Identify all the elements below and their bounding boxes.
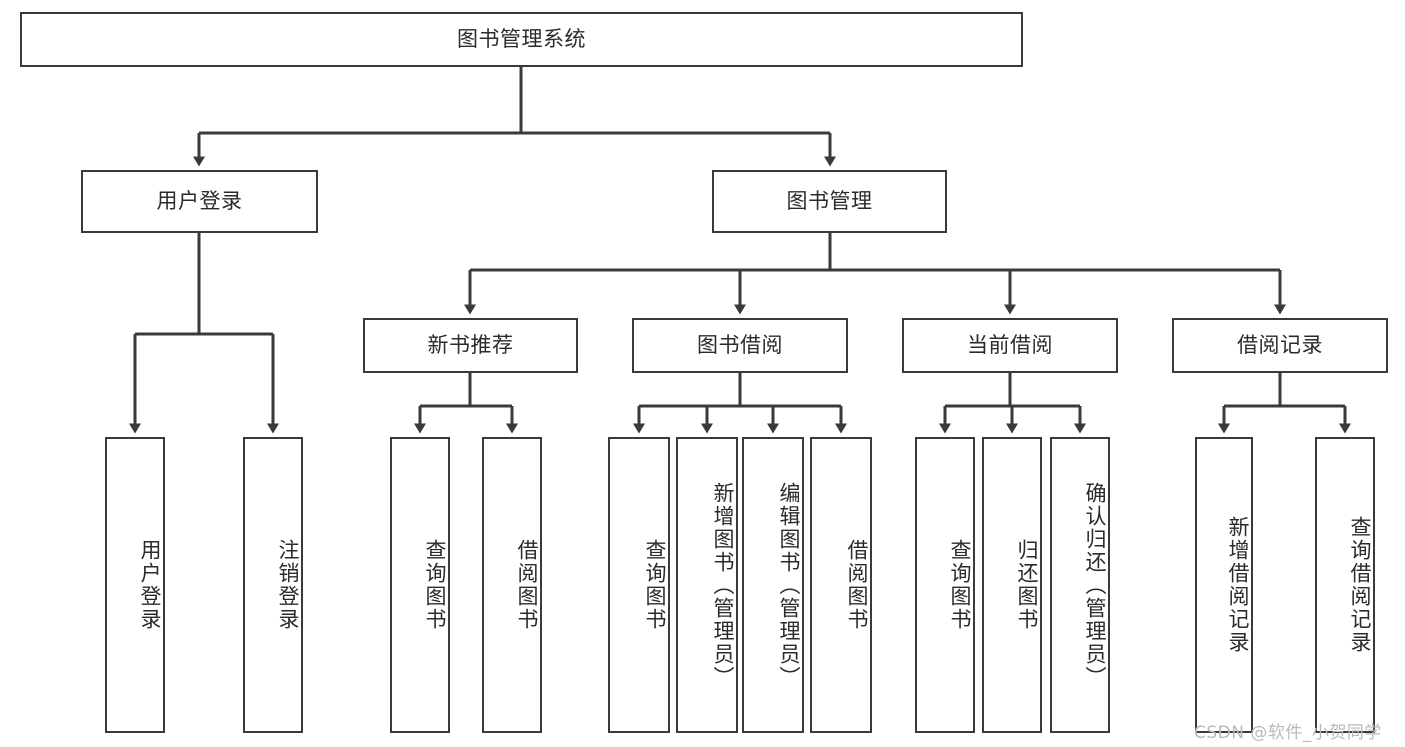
watermark: CSDN @软件_小贺同学 (1194, 723, 1382, 743)
node-user-login-label: 用户登录 (156, 188, 243, 213)
node-leaf-edit-book-label: 编辑图书（管理员） (777, 481, 801, 689)
node-current-borrow-label: 当前借阅 (967, 332, 1053, 357)
node-leaf-borrow-book-a[interactable]: 借阅图书 (482, 437, 542, 733)
node-leaf-confirm-return-label: 确认归还（管理员） (1083, 481, 1107, 689)
node-leaf-add-book[interactable]: 新增图书（管理员） (676, 437, 738, 733)
node-root[interactable]: 图书管理系统 (20, 12, 1023, 67)
node-leaf-user-login-label: 用户登录 (138, 539, 162, 631)
node-leaf-query-book-a[interactable]: 查询图书 (390, 437, 450, 733)
node-leaf-borrow-book-b[interactable]: 借阅图书 (810, 437, 872, 733)
node-leaf-query-book-b[interactable]: 查询图书 (608, 437, 670, 733)
node-leaf-query-book-c[interactable]: 查询图书 (915, 437, 975, 733)
node-leaf-query-book-c-label: 查询图书 (948, 539, 972, 631)
node-book-borrow[interactable]: 图书借阅 (632, 318, 848, 373)
node-leaf-query-book-b-label: 查询图书 (643, 539, 667, 631)
node-leaf-return-book[interactable]: 归还图书 (982, 437, 1042, 733)
node-book-manage[interactable]: 图书管理 (712, 170, 947, 233)
node-new-book-rec[interactable]: 新书推荐 (363, 318, 578, 373)
node-leaf-add-record-label: 新增借阅记录 (1226, 516, 1250, 654)
node-leaf-logout[interactable]: 注销登录 (243, 437, 303, 733)
node-current-borrow[interactable]: 当前借阅 (902, 318, 1118, 373)
node-book-manage-label: 图书管理 (786, 188, 873, 213)
node-root-label: 图书管理系统 (457, 26, 586, 51)
node-borrow-record-label: 借阅记录 (1237, 332, 1323, 357)
node-leaf-edit-book[interactable]: 编辑图书（管理员） (742, 437, 804, 733)
node-leaf-return-book-label: 归还图书 (1015, 539, 1039, 631)
node-new-book-rec-label: 新书推荐 (427, 332, 514, 357)
node-leaf-borrow-book-b-label: 借阅图书 (845, 539, 869, 631)
node-leaf-query-book-a-label: 查询图书 (423, 539, 447, 631)
node-leaf-user-login[interactable]: 用户登录 (105, 437, 165, 733)
node-leaf-borrow-book-a-label: 借阅图书 (515, 539, 539, 631)
node-leaf-add-record[interactable]: 新增借阅记录 (1195, 437, 1253, 733)
node-leaf-logout-label: 注销登录 (276, 539, 300, 631)
node-leaf-query-record-label: 查询借阅记录 (1348, 516, 1372, 654)
node-leaf-query-record[interactable]: 查询借阅记录 (1315, 437, 1375, 733)
node-user-login[interactable]: 用户登录 (81, 170, 318, 233)
node-leaf-add-book-label: 新增图书（管理员） (711, 481, 735, 689)
node-book-borrow-label: 图书借阅 (697, 332, 783, 357)
node-borrow-record[interactable]: 借阅记录 (1172, 318, 1388, 373)
node-leaf-confirm-return[interactable]: 确认归还（管理员） (1050, 437, 1110, 733)
